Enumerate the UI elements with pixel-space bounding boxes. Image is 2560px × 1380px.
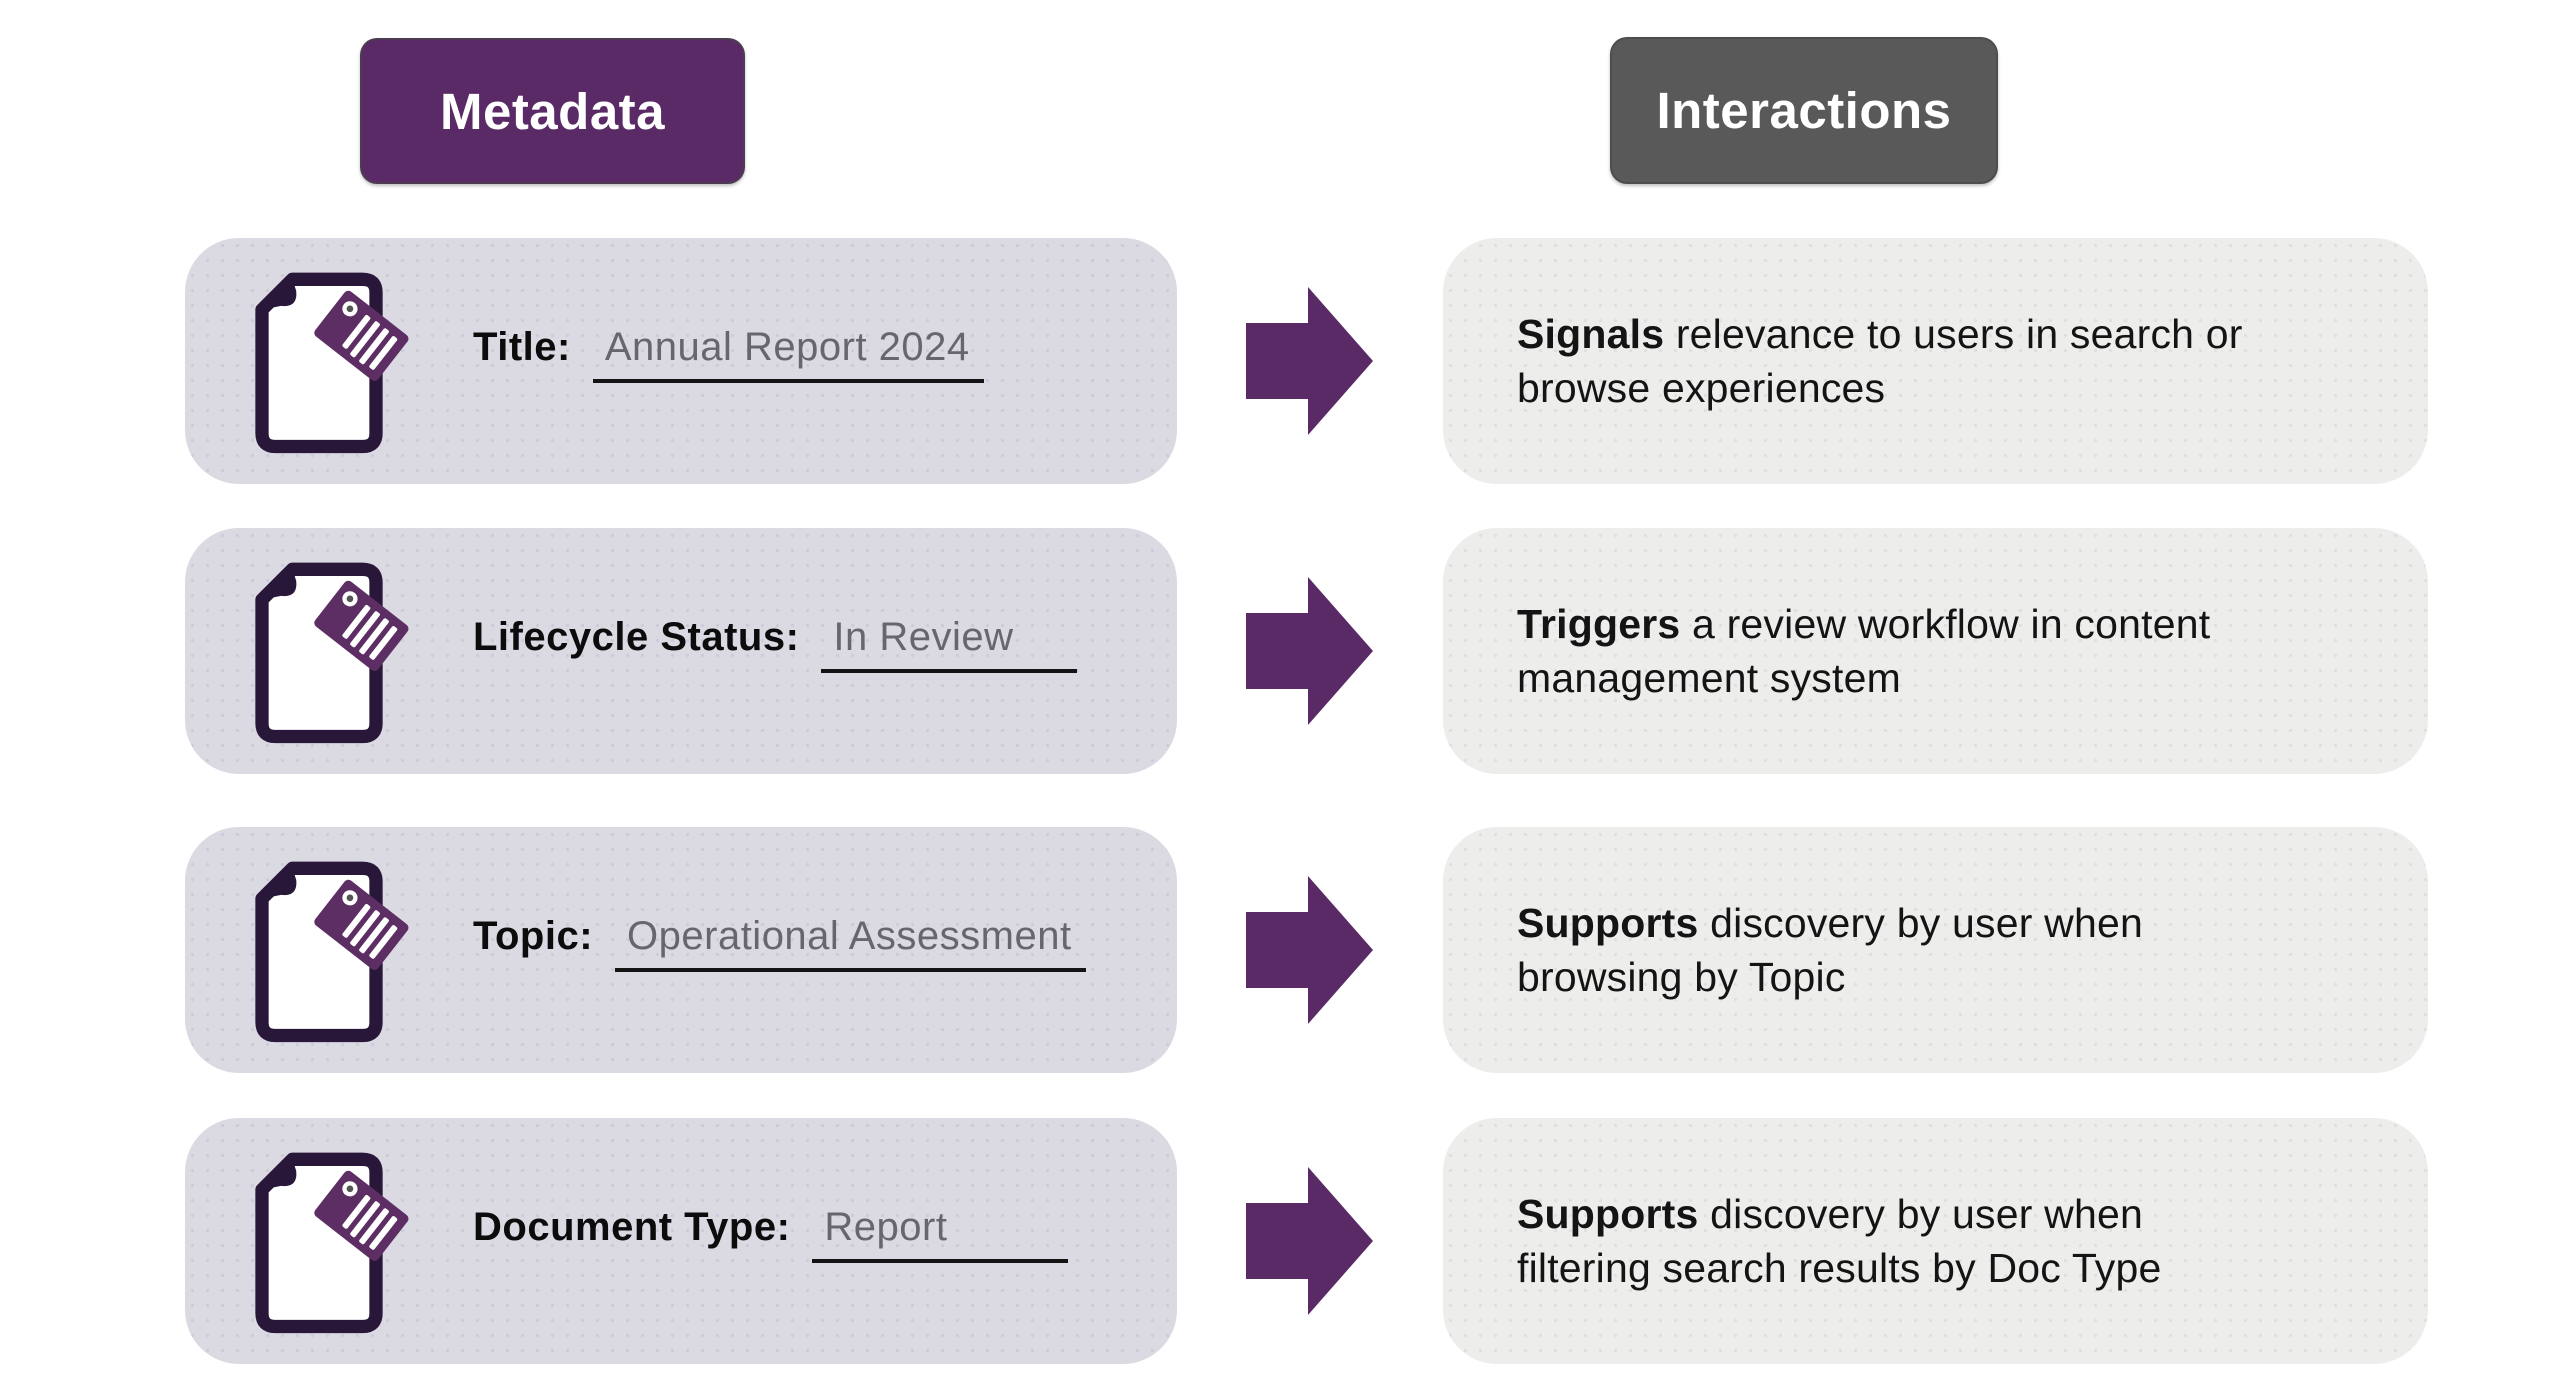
interaction-text: Supports discovery by user when filterin… xyxy=(1517,1187,2162,1295)
document-fold xyxy=(262,868,297,899)
field-value-underline: Report xyxy=(812,1205,1069,1263)
interaction-keyword: Signals xyxy=(1517,310,1665,357)
field-value-underline: Annual Report 2024 xyxy=(592,325,984,383)
metadata-card: Lifecycle Status: In Review xyxy=(185,528,1177,774)
diagram-row: Topic: Operational Assessment Supports d… xyxy=(0,827,2560,1073)
diagram-row: Document Type: Report Supports discovery… xyxy=(0,1118,2560,1364)
interaction-description: a review workflow in content management … xyxy=(1517,600,2211,701)
field-label: Title: xyxy=(473,325,571,369)
arrow-right-icon xyxy=(1246,1167,1373,1315)
document-tag-icon xyxy=(255,562,409,744)
interaction-keyword: Supports xyxy=(1517,1190,1699,1237)
document-fold xyxy=(262,1159,297,1190)
interaction-text: Signals relevance to users in search or … xyxy=(1517,307,2243,415)
interactions-header: Interactions xyxy=(1610,37,1998,184)
metadata-field: Title: Annual Report 2024 xyxy=(473,325,984,383)
document-tag-icon xyxy=(255,1152,409,1334)
field-value-underline: In Review xyxy=(821,615,1078,673)
interaction-card: Supports discovery by user when filterin… xyxy=(1443,1118,2428,1364)
interactions-header-label: Interactions xyxy=(1656,82,1952,139)
field-value: In Review xyxy=(833,615,1014,659)
arrow-right-icon xyxy=(1246,287,1373,435)
interaction-keyword: Supports xyxy=(1517,899,1699,946)
tag-shape xyxy=(314,580,409,671)
tag-shape xyxy=(314,879,409,970)
field-value-underline: Operational Assessment xyxy=(615,914,1086,972)
interaction-card: Supports discovery by user when browsing… xyxy=(1443,827,2428,1073)
interaction-description: discovery by user when browsing by Topic xyxy=(1517,899,2143,1000)
document-fold xyxy=(262,569,297,600)
interaction-text: Triggers a review workflow in content ma… xyxy=(1517,597,2210,705)
field-label: Topic: xyxy=(473,914,594,958)
tag-shape xyxy=(314,1170,409,1261)
field-label: Lifecycle Status: xyxy=(473,615,800,659)
arrow-right-icon xyxy=(1246,577,1373,725)
arrow-right-icon xyxy=(1246,876,1373,1024)
interaction-text: Supports discovery by user when browsing… xyxy=(1517,896,2143,1004)
diagram-row: Title: Annual Report 2024 Signals releva… xyxy=(0,238,2560,484)
interaction-card: Triggers a review workflow in content ma… xyxy=(1443,528,2428,774)
interaction-keyword: Triggers xyxy=(1517,600,1681,647)
metadata-field: Topic: Operational Assessment xyxy=(473,914,1086,972)
metadata-card: Title: Annual Report 2024 xyxy=(185,238,1177,484)
field-value: Operational Assessment xyxy=(627,914,1072,958)
metadata-field: Document Type: Report xyxy=(473,1205,1069,1263)
tag-shape xyxy=(314,290,409,381)
metadata-card: Document Type: Report xyxy=(185,1118,1177,1364)
field-value: Annual Report 2024 xyxy=(604,325,970,369)
diagram-row: Lifecycle Status: In Review Triggers a r… xyxy=(0,528,2560,774)
metadata-header: Metadata xyxy=(360,38,745,184)
document-tag-icon xyxy=(255,272,409,454)
interaction-card: Signals relevance to users in search or … xyxy=(1443,238,2428,484)
document-tag-icon xyxy=(255,861,409,1043)
metadata-header-label: Metadata xyxy=(439,82,666,140)
interaction-description: relevance to users in search or browse e… xyxy=(1517,310,2243,411)
field-label: Document Type: xyxy=(473,1205,791,1249)
metadata-card: Topic: Operational Assessment xyxy=(185,827,1177,1073)
document-fold xyxy=(262,279,297,310)
field-value: Report xyxy=(824,1205,948,1249)
interaction-description: discovery by user when filtering search … xyxy=(1517,1190,2162,1291)
metadata-field: Lifecycle Status: In Review xyxy=(473,615,1078,673)
